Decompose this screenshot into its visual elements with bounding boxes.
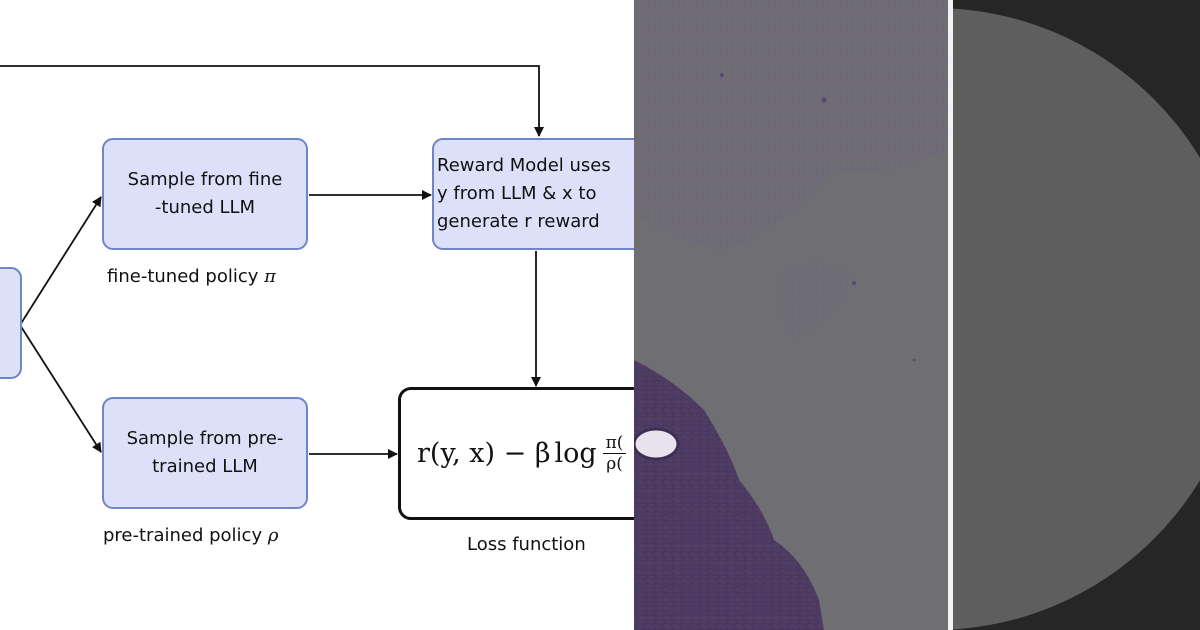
panel-divider [948, 0, 953, 630]
finetuned-policy-text: fine-tuned policy [107, 266, 259, 287]
tissue-image [634, 0, 948, 630]
diagram-arrows [0, 65, 544, 459]
tissue-micrograph-panel [634, 0, 948, 630]
loss-formula-lhs: r(y, x) − β [417, 438, 551, 469]
reward-model-box: Reward Model uses y from LLM & x to gene… [432, 138, 634, 250]
loss-formula-fraction: π( ρ( [602, 433, 627, 474]
loss-function-caption: Loss function [467, 534, 586, 555]
input-box [0, 267, 22, 379]
arrow-input-to-finetuned [19, 196, 102, 326]
sample-pretrained-label: Sample from pre- trained LLM [126, 428, 284, 477]
sample-finetuned-label: Sample from fine -tuned LLM [127, 169, 283, 218]
pretrained-policy-symbol: ρ [267, 525, 279, 546]
pretrained-policy-text: pre-trained policy [103, 525, 263, 546]
stain-speck [821, 97, 827, 103]
faint-tissue-region [634, 0, 948, 250]
vessel-lumen [634, 427, 680, 461]
loss-formula-log: log [554, 438, 597, 469]
sample-pretrained-box: Sample from pre- trained LLM [102, 397, 308, 509]
arrow-top-to-reward [0, 65, 544, 137]
loss-formula-denominator: ρ( [606, 454, 623, 474]
finetuned-policy-caption: fine-tuned policy π [107, 266, 276, 287]
loss-formula-numerator: π( [602, 433, 627, 454]
gray-circle [953, 8, 1200, 630]
circle-panel [953, 0, 1200, 630]
faint-tissue-strand [780, 262, 854, 340]
loss-formula-box: r(y, x) − β log π( ρ( [398, 387, 634, 520]
reward-model-label: Reward Model uses y from LLM & x to gene… [437, 155, 611, 232]
sample-finetuned-box: Sample from fine -tuned LLM [102, 138, 308, 250]
rlhf-diagram-panel: Sample from fine -tuned LLM Sample from … [0, 65, 634, 555]
pretrained-policy-caption: pre-trained policy ρ [103, 525, 278, 546]
arrow-input-to-pretrained [19, 324, 102, 453]
finetuned-policy-symbol: π [264, 266, 276, 287]
